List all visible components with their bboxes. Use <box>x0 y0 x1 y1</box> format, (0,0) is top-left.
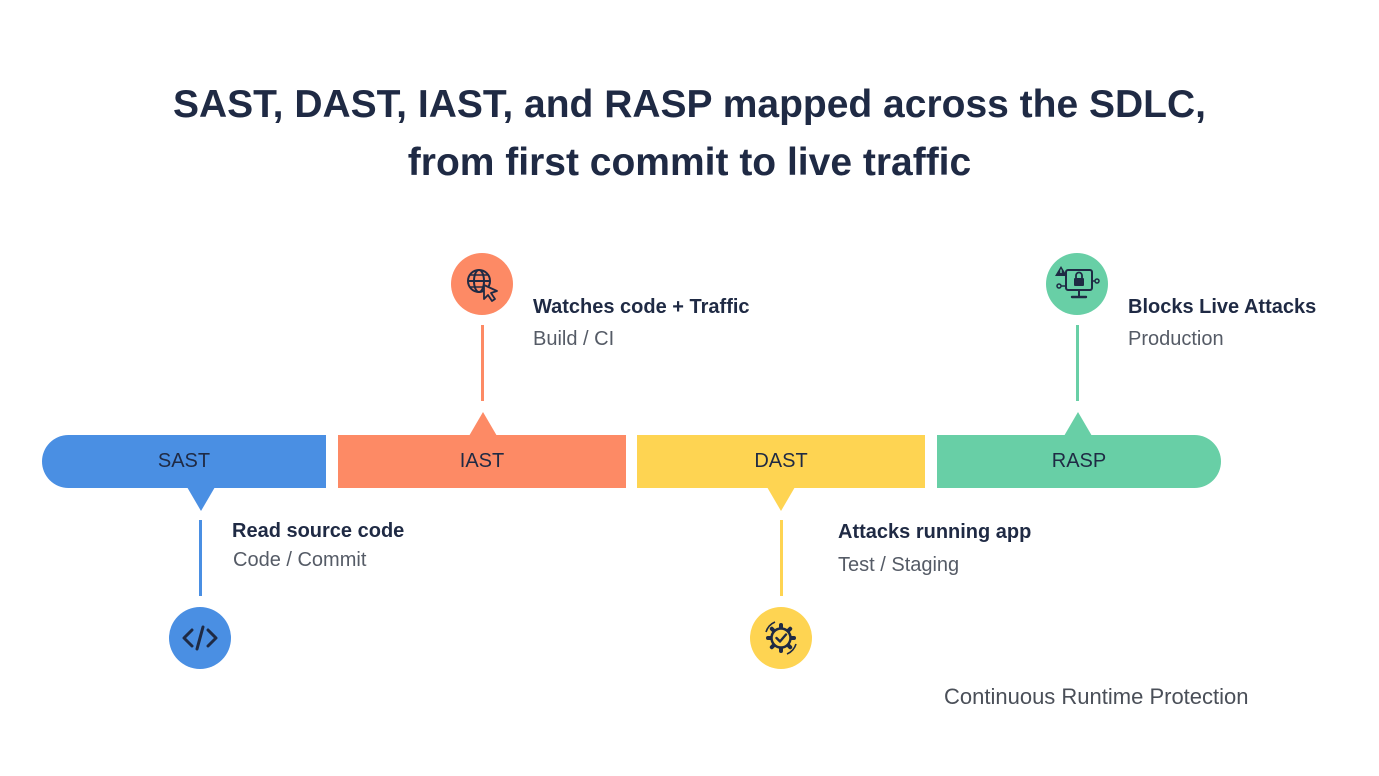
stage-label-sast: SAST <box>157 450 211 472</box>
iast-pointer <box>469 412 497 436</box>
iast-phase: Build / CI <box>533 328 615 350</box>
stage-segment-iast: IAST <box>338 435 626 488</box>
sast-pointer <box>187 487 215 511</box>
rasp-caption: Blocks Live Attacks <box>1128 296 1317 318</box>
dast-pointer <box>767 487 795 511</box>
stage-label-iast: IAST <box>459 450 505 472</box>
globe-cursor-icon <box>451 253 513 315</box>
gear-check-icon <box>750 607 812 669</box>
title-line-1: SAST, DAST, IAST, and RASP mapped across… <box>172 83 1206 126</box>
page-title: SAST, DAST, IAST, and RASP mapped across… <box>0 76 1379 192</box>
stage-label-rasp: RASP <box>1051 450 1107 472</box>
shield-monitor-icon <box>1046 253 1108 315</box>
footer-note: Continuous Runtime Protection <box>944 684 1249 709</box>
sast-phase: Code / Commit <box>233 549 367 571</box>
title-line-2: from first commit to live traffic <box>407 141 972 184</box>
dast-phase: Test / Staging <box>838 554 960 576</box>
stage-label-dast: DAST <box>754 450 808 472</box>
stage-segment-sast: SAST <box>42 435 326 488</box>
sast-connector <box>199 520 202 596</box>
rasp-phase: Production <box>1128 328 1224 350</box>
rasp-connector <box>1076 325 1079 401</box>
stage-segment-dast: DAST <box>637 435 925 488</box>
dast-connector <box>780 520 783 596</box>
rasp-pointer <box>1064 412 1092 436</box>
stage-segment-rasp: RASP <box>937 435 1221 488</box>
sast-caption: Read source code <box>232 520 405 542</box>
dast-caption: Attacks running app <box>838 521 1032 543</box>
iast-caption: Watches code + Traffic <box>533 296 750 318</box>
iast-connector <box>481 325 484 401</box>
code-icon <box>169 607 231 669</box>
